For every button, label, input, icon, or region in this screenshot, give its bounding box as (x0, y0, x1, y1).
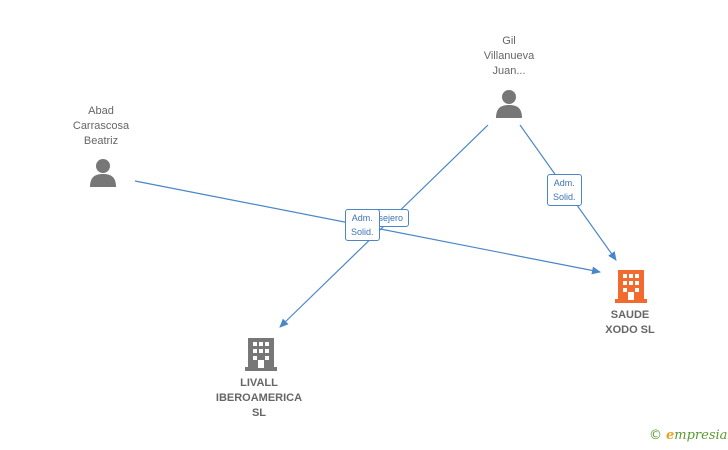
company-label-saude[interactable]: SAUDE XODO SL (605, 309, 655, 336)
copyright-icon: © (649, 428, 662, 443)
person-label-gil[interactable]: Gil Villanueva Juan... (483, 35, 535, 77)
empresia-logo: © empresia (649, 428, 727, 443)
building-icon[interactable] (245, 336, 277, 372)
edge-label-adm-solid-saude[interactable]: Adm. Solid. (547, 174, 582, 206)
company-label-livall[interactable]: LIVALL IBEROAMERICA SL (215, 377, 303, 419)
brand-name: mpresia (674, 428, 728, 443)
person-icon[interactable] (495, 89, 523, 119)
person-icon[interactable] (89, 158, 117, 188)
brand-initial: e (666, 428, 675, 443)
edge-label-adm-solid-livall[interactable]: Adm. Solid. (345, 209, 380, 241)
building-icon[interactable] (615, 268, 647, 304)
person-label-abad[interactable]: Abad Carrascosa Beatriz (72, 105, 130, 147)
